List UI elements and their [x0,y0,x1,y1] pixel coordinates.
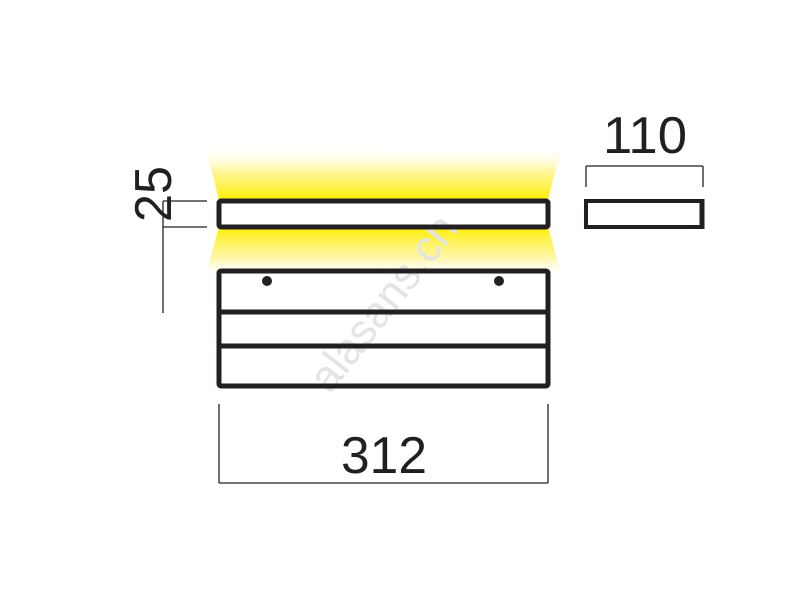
width-label: 312 [341,427,427,485]
depth-label: 110 [603,107,687,165]
mounting-screw [262,276,272,286]
height-label: 25 [125,166,183,222]
light-glow-down [205,227,562,278]
mounting-screw [494,276,504,286]
lamp-side-view [584,199,704,229]
width-dimension [218,404,549,484]
height-dimension [162,200,207,313]
lamp-front-top-bar [216,198,551,230]
lamp-front-body [216,268,551,389]
depth-dimension [585,165,704,187]
light-glow-up [205,145,562,200]
